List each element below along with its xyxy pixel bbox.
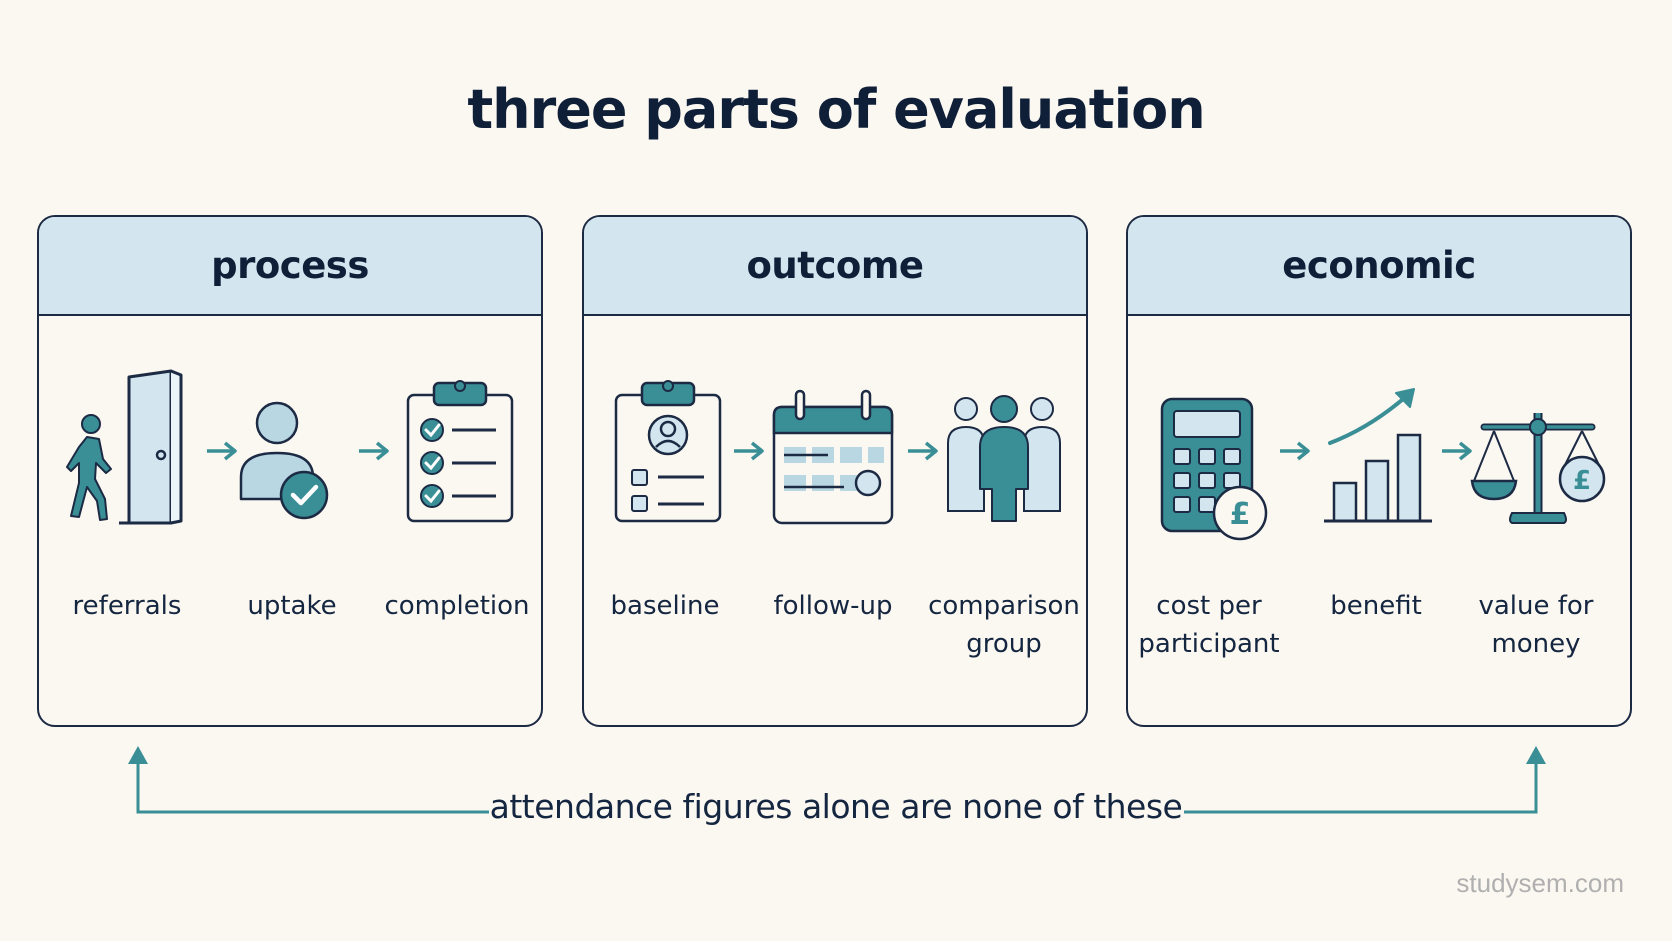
watermark: studysem.com bbox=[1456, 868, 1624, 898]
person-with-checkmark-icon bbox=[239, 401, 329, 520]
svg-text:£: £ bbox=[1230, 497, 1251, 532]
rising-bar-chart-icon bbox=[1324, 388, 1432, 523]
panel-outcome: outcome bbox=[582, 215, 1088, 727]
panel-heading: process bbox=[39, 217, 541, 316]
calculator-pound-icon: £ bbox=[1160, 397, 1268, 541]
arrow-right-icon bbox=[734, 441, 764, 461]
person-walking-through-door-icon bbox=[66, 369, 183, 525]
footer-note: attendance figures alone are none of the… bbox=[489, 787, 1183, 826]
item-label-uptake: uptake bbox=[247, 591, 337, 621]
item-label-benefit: benefit bbox=[1330, 591, 1422, 621]
panel-heading: outcome bbox=[584, 217, 1086, 316]
arrow-right-icon bbox=[908, 441, 938, 461]
item-label-referrals: referrals bbox=[72, 591, 182, 621]
item-label-completion: completion bbox=[384, 591, 530, 621]
item-label-value-for-money: value for money bbox=[1478, 591, 1594, 659]
arrow-right-icon bbox=[359, 441, 389, 461]
panel-heading: economic bbox=[1128, 217, 1630, 316]
group-of-people-icon bbox=[947, 395, 1061, 522]
item-label-follow-up: follow-up bbox=[773, 591, 893, 621]
item-label-baseline: baseline bbox=[610, 591, 720, 621]
svg-text:£: £ bbox=[1573, 466, 1591, 496]
page-title: three parts of evaluation bbox=[467, 78, 1205, 141]
item-label-comparison-group: comparison group bbox=[928, 591, 1080, 659]
arrow-right-icon bbox=[1442, 441, 1472, 461]
balance-scale-pound-icon: £ bbox=[1470, 413, 1606, 524]
panel-economic: economic £ bbox=[1126, 215, 1632, 727]
panel-process: process bbox=[37, 215, 543, 727]
profile-clipboard-icon bbox=[614, 380, 722, 523]
arrow-right-icon bbox=[1280, 441, 1310, 461]
arrow-right-icon bbox=[207, 441, 237, 461]
checklist-clipboard-icon bbox=[406, 380, 514, 523]
calendar-icon bbox=[772, 389, 894, 525]
item-label-cost-per-participant: cost per participant bbox=[1138, 591, 1280, 659]
